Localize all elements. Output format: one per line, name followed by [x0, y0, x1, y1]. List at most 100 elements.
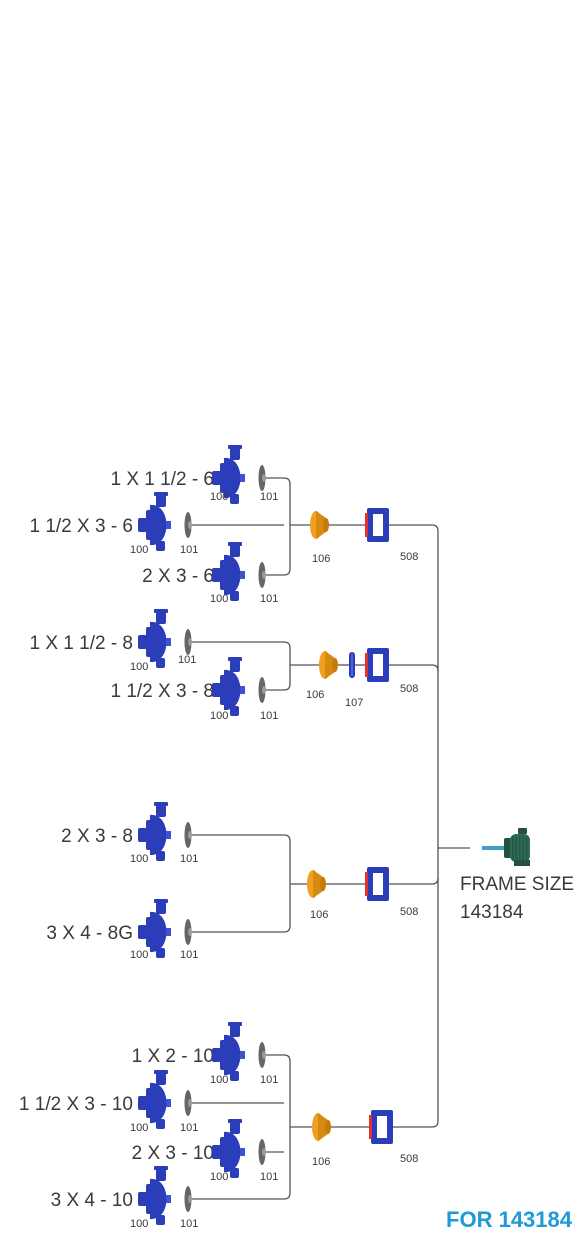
bracket-part-number: 508	[400, 906, 418, 918]
impeller-part-number: 101	[260, 491, 278, 503]
motor-icon	[482, 828, 530, 866]
casing-part-number: 100	[130, 949, 148, 961]
bus-connector	[389, 664, 439, 672]
bracket-part-number: 508	[400, 683, 418, 695]
impeller-part-number: 101	[180, 544, 198, 556]
pump-casing-icon	[212, 445, 245, 504]
casing-part-number: 100	[130, 1122, 148, 1134]
bearing-frame-icon	[365, 648, 389, 682]
frame-size-label: FRAME SIZE	[460, 874, 574, 895]
casing-part-number: 100	[210, 1171, 228, 1183]
pump-model-label: 1 1/2 X 3 - 10	[19, 1094, 133, 1115]
pump-row: 1 X 2 - 10 100 101	[132, 1022, 278, 1086]
pump-row: 1 X 1 1/2 - 8 100 101	[29, 609, 196, 673]
adapter-part-number: 106	[312, 1156, 330, 1168]
impeller-icon	[258, 1139, 266, 1165]
pump-model-label: 3 X 4 - 10	[51, 1190, 133, 1211]
impeller-icon	[258, 465, 266, 491]
adapter-icon	[312, 1113, 331, 1141]
adapter-part-number: 106	[306, 689, 324, 701]
pump-casing-icon	[212, 1022, 245, 1081]
impeller-part-number: 101	[260, 710, 278, 722]
impeller-icon	[184, 629, 192, 655]
bus-connector	[393, 1120, 439, 1128]
footer-frame-note: FOR 143184	[446, 1207, 573, 1232]
impeller-part-number: 101	[260, 593, 278, 605]
casing-part-number: 100	[130, 1218, 148, 1230]
casing-part-number: 100	[210, 491, 228, 503]
junction-bracket	[283, 477, 291, 576]
pump-row: 1 1/2 X 3 - 6 100 101	[29, 492, 198, 556]
impeller-icon	[258, 562, 266, 588]
casing-part-number: 100	[130, 661, 148, 673]
pump-casing-icon	[138, 899, 171, 958]
impeller-icon	[184, 1090, 192, 1116]
pump-model-label: 1 X 1 1/2 - 8	[29, 633, 133, 654]
impeller-icon	[184, 919, 192, 945]
impeller-icon	[258, 677, 266, 703]
pump-model-label: 1 1/2 X 3 - 6	[29, 516, 133, 537]
pump-casing-icon	[138, 609, 171, 668]
bearing-frame-icon	[369, 1110, 393, 1144]
pump-casing-icon	[138, 1166, 171, 1225]
pump-model-label: 1 X 1 1/2 - 6	[110, 469, 214, 490]
impeller-part-number: 101	[180, 853, 198, 865]
impeller-icon	[184, 512, 192, 538]
casing-part-number: 100	[210, 1074, 228, 1086]
junction-bracket	[283, 641, 291, 691]
pump-casing-icon	[212, 657, 245, 716]
adapter-icon	[310, 511, 329, 539]
pump-casing-icon	[138, 802, 171, 861]
casing-part-number: 100	[210, 593, 228, 605]
pump-model-label: 2 X 3 - 10	[132, 1143, 214, 1164]
pump-model-label: 3 X 4 - 8G	[46, 923, 133, 944]
pump-casing-icon	[138, 492, 171, 551]
adapter-part-number: 106	[310, 909, 328, 921]
pump-row: 2 X 3 - 8 100 101	[61, 802, 198, 865]
bracket-part-number: 508	[400, 1153, 418, 1165]
pump-row: 1 1/2 X 3 - 10 100 101	[19, 1070, 198, 1134]
frame-size-value: 143184	[460, 902, 524, 923]
impeller-part-number: 101	[180, 1122, 198, 1134]
pump-group-3: 2 X 3 - 8 100 101 3 X 4 - 8G 100 101	[46, 802, 198, 961]
adapter-icon	[319, 651, 338, 679]
impeller-icon	[184, 822, 192, 848]
impeller-icon	[184, 1186, 192, 1212]
bus-connector	[389, 877, 439, 885]
junction-bracket	[283, 834, 291, 933]
impeller-part-number: 101	[260, 1171, 278, 1183]
impeller-part-number: 101	[260, 1074, 278, 1086]
pump-casing-icon	[212, 1119, 245, 1178]
seal-part-number: 107	[345, 697, 363, 709]
pump-casing-icon	[138, 1070, 171, 1129]
bracket-part-number: 508	[400, 551, 418, 563]
pump-row: 2 X 3 - 6 100 101	[142, 542, 278, 605]
bus-connector	[389, 524, 439, 532]
adapter-part-number: 106	[312, 553, 330, 565]
pump-row: 3 X 4 - 10 100 101	[51, 1166, 198, 1230]
bearing-frame-icon	[365, 867, 389, 901]
impeller-part-number: 101	[180, 949, 198, 961]
casing-part-number: 100	[210, 710, 228, 722]
pump-model-label: 2 X 3 - 6	[142, 566, 214, 587]
pump-model-label: 1 1/2 X 3 - 8	[110, 681, 214, 702]
pump-group-2: 1 X 1 1/2 - 8 100 101 1 1/2 X 3 - 8 100 101	[29, 609, 278, 722]
pump-model-label: 1 X 2 - 10	[132, 1046, 214, 1067]
pump-row: 3 X 4 - 8G 100 101	[46, 899, 198, 961]
bearing-frame-icon	[365, 508, 389, 542]
junction-bracket	[283, 1054, 291, 1200]
casing-part-number: 100	[130, 544, 148, 556]
pump-row: 1 1/2 X 3 - 8 100 101	[110, 657, 278, 722]
adapter-icon	[307, 870, 326, 898]
impeller-icon	[258, 1042, 266, 1068]
casing-part-number: 100	[130, 853, 148, 865]
pump-model-label: 2 X 3 - 8	[61, 826, 133, 847]
pump-row: 2 X 3 - 10 100 101	[132, 1119, 278, 1183]
pump-casing-icon	[212, 542, 245, 601]
impeller-part-number: 101	[180, 1218, 198, 1230]
impeller-part-number: 101	[178, 654, 196, 666]
